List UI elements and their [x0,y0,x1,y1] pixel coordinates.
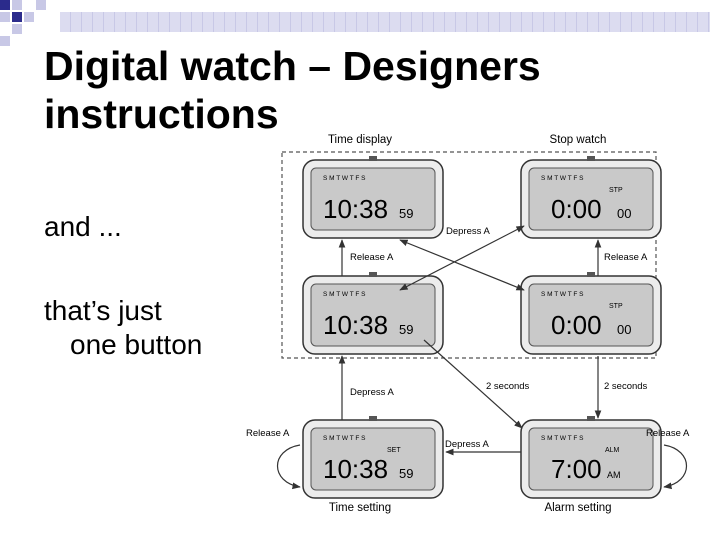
mode-indicator: SET [387,447,401,454]
label-release-a-left: Release A [350,252,394,263]
label-depress-a-bottom: Depress A [445,439,489,450]
bullet-and: and ... [44,210,122,244]
bullet-one-button: that’s just one button [44,294,202,362]
mode-indicator: STP [609,187,623,194]
label-release-a-right: Release A [604,252,648,263]
corner-decoration [0,0,46,46]
am-indicator: AM [607,470,621,480]
slide-title-line1: Digital watch – Designers [44,43,541,89]
bullet-line2: one button [70,329,203,360]
seconds-digits: 59 [399,206,413,221]
seconds-digits: 59 [399,322,413,337]
label-alarm-setting: Alarm setting [544,502,611,514]
seconds-digits: 00 [617,322,631,337]
watch-time-display: S M T W T F S 10:38 59 [302,155,444,239]
time-digits: 10:38 [323,194,388,224]
watch-stop-watch-depressed: S M T W T F S STP 0:00 00 [520,271,662,355]
label-two-seconds-diag: 2 seconds [486,381,530,392]
label-depress-a-cross: Depress A [446,226,490,237]
weekday-row: S M T W T F S [541,175,584,182]
label-release-a-loop-right: Release A [646,428,690,439]
weekday-row: S M T W T F S [323,435,366,442]
time-digits: 0:00 [551,194,602,224]
weekday-row: S M T W T F S [541,435,584,442]
label-time-display: Time display [328,134,392,146]
header-band [60,12,710,32]
time-digits: 10:38 [323,454,388,484]
label-release-a-loop-left: Release A [246,428,290,439]
slide-title: Digital watch – Designers instructions [44,42,541,138]
bullet-and-text: and ... [44,211,122,242]
mode-indicator: STP [609,303,623,310]
watch-time-display-depressed: S M T W T F S 10:38 59 [302,271,444,355]
seconds-digits: 00 [617,206,631,221]
watch-time-setting: S M T W T F S SET 10:38 59 [302,415,444,499]
mode-indicator: ALM [605,447,620,454]
weekday-row: S M T W T F S [323,291,366,298]
label-time-setting: Time setting [329,502,391,514]
arrow-loop-right [663,444,688,490]
weekday-row: S M T W T F S [541,291,584,298]
time-digits: 10:38 [323,310,388,340]
arrow-two-seconds-diag [423,339,523,429]
label-depress-a-vertical: Depress A [350,387,394,398]
display-mode-group [281,151,657,359]
bullet-line1: that’s just [44,295,162,326]
slide-title-line2: instructions [44,91,279,137]
label-stop-watch: Stop watch [550,134,607,146]
arrow-loop-left [276,444,301,490]
weekday-row: S M T W T F S [323,175,366,182]
seconds-digits: 59 [399,466,413,481]
label-two-seconds-right: 2 seconds [604,381,648,392]
watch-alarm-setting: S M T W T F S ALM 7:00 AM [520,415,662,499]
time-digits: 0:00 [551,310,602,340]
watch-stop-watch: S M T W T F S STP 0:00 00 [520,155,662,239]
time-digits: 7:00 [551,454,602,484]
arrow-cross-2 [399,225,525,291]
